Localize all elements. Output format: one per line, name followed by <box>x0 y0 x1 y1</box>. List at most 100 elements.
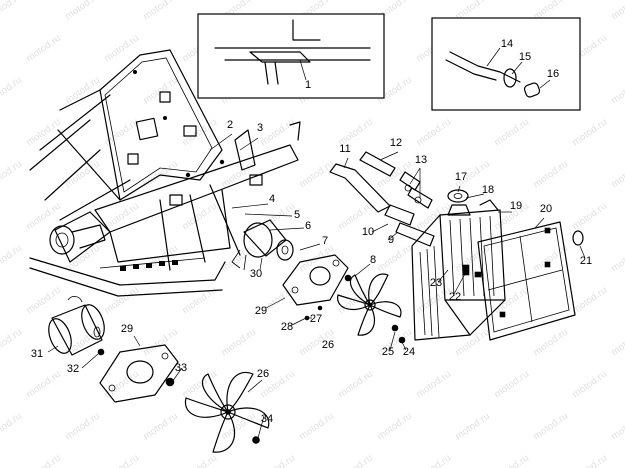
callout-25: 25 <box>382 346 394 358</box>
watermark-text: motod.ru <box>375 411 414 443</box>
watermark-text: motod.ru <box>219 411 258 443</box>
hoses <box>329 151 435 247</box>
fan-lower <box>184 371 270 453</box>
watermark-text: motod.ru <box>0 243 24 275</box>
watermark-text: motod.ru <box>570 369 609 401</box>
callout-11: 11 <box>339 143 350 155</box>
callout-2: 2 <box>227 119 233 131</box>
watermark-text: motod.ru <box>531 327 570 359</box>
watermark-text: motod.ru <box>609 327 625 359</box>
watermark-text: motod.ru <box>336 369 375 401</box>
watermark-text: motod.ru <box>0 411 24 443</box>
callout-21: 21 <box>580 255 592 267</box>
callout-33: 33 <box>175 362 187 374</box>
watermark-text: motod.ru <box>24 285 63 317</box>
watermark-text: motod.ru <box>24 117 63 149</box>
watermark-text: motod.ru <box>375 243 414 275</box>
callout-29: 29 <box>255 305 267 317</box>
watermark-text: motod.ru <box>453 411 492 443</box>
watermark-text: motod.ru <box>492 453 531 468</box>
watermark-text: motod.ru <box>0 0 24 22</box>
callout-16: 16 <box>547 68 559 80</box>
callout-7: 7 <box>322 235 328 247</box>
callout-3: 3 <box>257 122 263 134</box>
callout-18: 18 <box>482 184 494 196</box>
callout-31: 31 <box>31 348 43 360</box>
callout-26b: 26 <box>257 368 269 380</box>
watermark-text: motod.ru <box>570 117 609 149</box>
callout-6: 6 <box>305 220 311 232</box>
watermark-text: motod.ru <box>102 369 141 401</box>
frame-assembly <box>29 49 301 297</box>
callout-23: 23 <box>430 277 442 289</box>
watermark-text: motod.ru <box>63 159 102 191</box>
watermark-text: motod.ru <box>297 411 336 443</box>
watermark-text: motod.ru <box>258 201 297 233</box>
fan-bracket-lower <box>99 344 179 403</box>
callout-8: 8 <box>370 254 376 266</box>
shroud <box>477 221 584 341</box>
callout-30: 30 <box>250 268 262 280</box>
watermark-text: motod.ru <box>141 0 180 22</box>
callout-4: 4 <box>269 193 275 205</box>
watermark-text: motod.ru <box>102 285 141 317</box>
watermark-text: motod.ru <box>414 285 453 317</box>
watermark-text: motod.ru <box>609 243 625 275</box>
callout-34: 34 <box>261 413 273 425</box>
watermark-text: motod.ru <box>492 285 531 317</box>
watermark-text: motod.ru <box>609 75 625 107</box>
watermark-text: motod.ru <box>180 201 219 233</box>
callout-9: 9 <box>388 234 394 246</box>
leader-lines <box>47 133 586 439</box>
callout-20: 20 <box>540 203 552 215</box>
callout-29b: 29 <box>121 323 133 335</box>
watermark-text: motod.ru <box>180 285 219 317</box>
callout-5: 5 <box>294 209 300 221</box>
watermark-text: motod.ru <box>102 453 141 468</box>
callout-26: 26 <box>322 339 334 351</box>
watermark-text: motod.ru <box>414 117 453 149</box>
watermark-text: motod.ru <box>0 327 24 359</box>
callout-27: 27 <box>310 313 322 325</box>
radiator <box>411 189 506 341</box>
watermark-text: motod.ru <box>0 75 24 107</box>
watermark-text: motod.ru <box>570 453 609 468</box>
watermark-text: motod.ru <box>0 159 24 191</box>
callout-24: 24 <box>403 346 415 358</box>
detail-inset-1 <box>197 13 385 99</box>
watermark-text: motod.ru <box>414 453 453 468</box>
fan-upper <box>337 273 402 336</box>
watermark-text: motod.ru <box>24 369 63 401</box>
callout-12: 12 <box>390 137 402 149</box>
callout-19: 19 <box>510 200 522 212</box>
watermark-text: motod.ru <box>297 159 336 191</box>
watermark-text: motod.ru <box>63 411 102 443</box>
watermark-text: motod.ru <box>258 117 297 149</box>
watermark-text: motod.ru <box>570 201 609 233</box>
watermark-text: motod.ru <box>492 369 531 401</box>
watermark-text: motod.ru <box>609 159 625 191</box>
watermark-text: motod.ru <box>219 327 258 359</box>
watermark-text: motod.ru <box>609 0 625 22</box>
watermark-text: motod.ru <box>414 369 453 401</box>
callout-17: 17 <box>455 171 467 183</box>
watermark-text: motod.ru <box>258 453 297 468</box>
watermark-text: motod.ru <box>141 327 180 359</box>
watermark-text: motod.ru <box>414 201 453 233</box>
watermark-text: motod.ru <box>531 411 570 443</box>
callout-1: 1 <box>305 79 311 91</box>
watermark-text: motod.ru <box>570 285 609 317</box>
callout-28: 28 <box>281 321 293 333</box>
callout-15: 15 <box>519 51 531 63</box>
watermark-text: motod.ru <box>336 453 375 468</box>
watermark-text: motod.ru <box>141 411 180 443</box>
callout-13: 13 <box>415 154 427 166</box>
callout-22: 22 <box>449 291 461 303</box>
watermark-text: motod.ru <box>180 453 219 468</box>
callout-14: 14 <box>501 38 513 50</box>
fan-motor-lower <box>48 296 105 356</box>
detail-inset-2 <box>431 17 581 111</box>
watermark-text: motod.ru <box>24 453 63 468</box>
